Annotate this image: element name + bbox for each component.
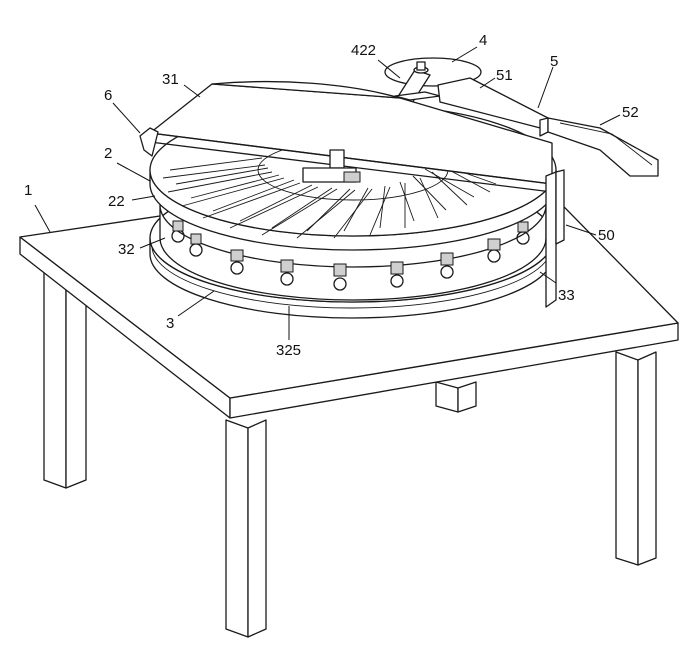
center-bracket [302,149,361,183]
table-leg-back [435,381,477,413]
label-50: 50 [598,227,615,244]
label-422: 422 [351,42,376,59]
label-32: 32 [118,241,135,258]
leader-lines [34,46,621,340]
label-325: 325 [276,342,301,359]
left-guide [139,127,159,157]
label-51: 51 [496,67,513,84]
table-leg-front-middle [225,419,267,638]
discharge-chute [437,77,659,177]
caster-wheels [171,220,530,291]
label-5: 5 [550,53,558,70]
table-leg-right [615,351,657,566]
label-33: 33 [558,287,575,304]
side-post [545,169,565,308]
label-4: 4 [479,32,487,49]
table-leg-front-left [43,261,87,489]
label-3: 3 [166,315,174,332]
label-31: 31 [162,71,179,88]
part-labels: 1 2 3 4 5 6 22 31 32 33 50 51 52 325 422 [24,32,639,359]
label-6: 6 [104,87,112,104]
cover-plate [149,80,553,193]
label-52: 52 [622,104,639,121]
label-2: 2 [104,145,112,162]
label-1: 1 [24,182,32,199]
label-22: 22 [108,193,125,210]
